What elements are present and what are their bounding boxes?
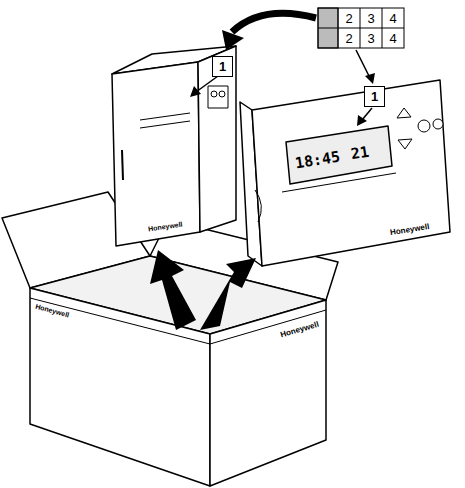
thermostat-line: [282, 173, 396, 192]
receiver-panel: [208, 86, 228, 108]
leader-line: [196, 76, 218, 92]
receiver-led: [219, 91, 225, 97]
arrow-head: [357, 115, 367, 126]
table-cell: 3: [367, 32, 374, 45]
callout-number: 1: [219, 60, 226, 73]
receiver-line: [140, 121, 190, 128]
brand-mark: Honeywell: [147, 220, 182, 232]
lift-arrow: [150, 250, 196, 330]
box-rim: [210, 310, 326, 344]
receiver-line: [140, 113, 190, 120]
table-rule: [360, 8, 361, 48]
table-frame: [318, 8, 404, 48]
arrow-head: [222, 30, 244, 50]
receiver-front: [112, 62, 200, 246]
lift-arrow: [200, 258, 256, 330]
brand-mark: Honeywell: [280, 321, 320, 340]
table-rule: [318, 28, 404, 29]
receiver-led: [211, 91, 217, 97]
leader-line: [356, 50, 370, 78]
callout-box: 1: [364, 86, 385, 107]
thermostat-button: [433, 119, 443, 129]
table-cell: 3: [367, 12, 374, 25]
table-rule: [382, 8, 383, 48]
button-down: [398, 139, 412, 149]
thermostat-front: [252, 80, 450, 266]
callout-box: 1: [212, 56, 233, 77]
brand-mark: Honeywell: [390, 223, 430, 237]
callout-number: 1: [371, 90, 378, 103]
table-cell: 4: [389, 32, 396, 45]
thermostat-display: [286, 126, 392, 184]
brand-mark: Honeywell: [34, 302, 69, 318]
display-temperature: 21: [350, 144, 370, 162]
receiver-slot: [122, 150, 123, 180]
receiver-side: [198, 46, 236, 232]
display-time: 18:45: [295, 149, 342, 171]
curved-arrow: [232, 13, 316, 32]
thermostat-button: [418, 120, 430, 132]
arrow-head: [190, 86, 201, 97]
table-cell: 2: [345, 32, 352, 45]
table-cell: 4: [389, 12, 396, 25]
thermostat-curve: [255, 190, 261, 222]
button-up: [397, 108, 411, 118]
table-cell: 2: [345, 12, 352, 25]
arrow-head: [365, 73, 375, 84]
box-face: [210, 300, 326, 486]
table-rule: [338, 8, 339, 48]
leader-line: [362, 108, 372, 120]
